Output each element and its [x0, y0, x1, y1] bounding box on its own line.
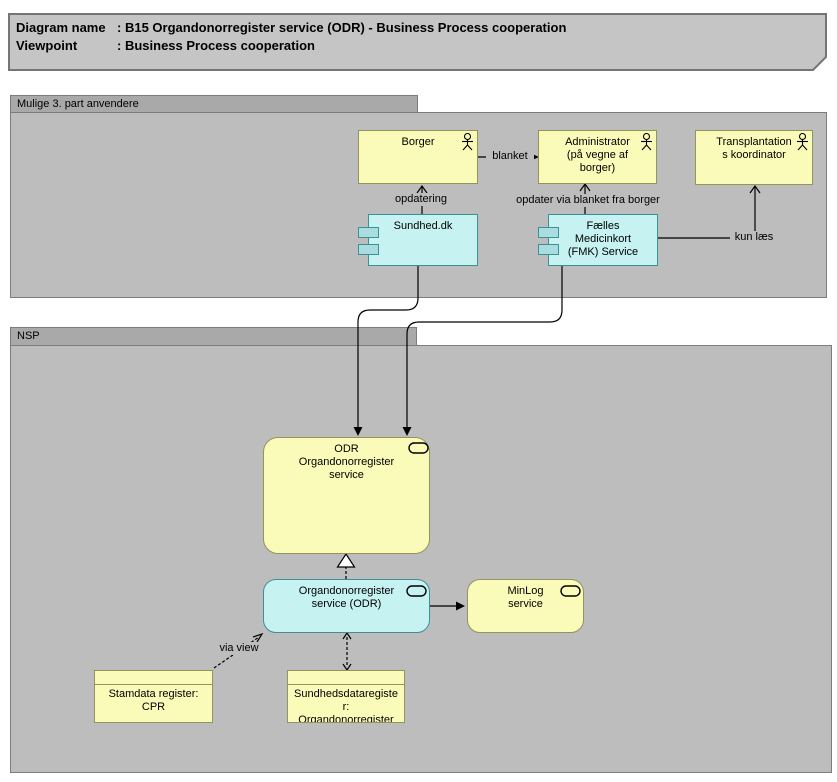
node-transplant-label: Transplantation s koordinator: [716, 136, 792, 161]
label-opdatering: opdatering: [389, 193, 453, 206]
group-third-party-header: Mulige 3. part anvendere: [10, 95, 418, 113]
component-icon: [538, 227, 559, 238]
component-icon: [358, 227, 379, 238]
node-sundhedsdata-label: Sundhedsdataregiste r: Organdonorregiste…: [294, 688, 398, 723]
node-transplant-koordinator: Transplantation s koordinator: [695, 130, 813, 185]
component-icon: [538, 244, 559, 255]
label-blanket: blanket: [486, 150, 534, 163]
node-odr-service-big: ODR Organdonorregister service: [263, 437, 430, 554]
node-borger-label: Borger: [401, 136, 435, 148]
service-icon: [406, 585, 427, 597]
label-via-view: via view: [214, 642, 264, 655]
node-stamdata-label: Stamdata register: CPR: [108, 688, 199, 713]
actor-icon: [641, 133, 652, 151]
node-minlog-label: MinLog service: [507, 585, 544, 610]
node-administrator-label: Administrator (på vegne af borger): [565, 136, 630, 174]
title-row-diagram-name: Diagram name: B15 Organdonorregister ser…: [16, 20, 567, 35]
node-fmk-label: Fælles Medicinkort (FMK) Service: [567, 220, 639, 258]
actor-icon: [797, 133, 808, 151]
component-icon: [358, 244, 379, 255]
node-sundhed-dk: Sundhed.dk: [368, 214, 478, 266]
label-opdater-via: opdater via blanket fra borger: [508, 194, 668, 207]
node-stamdata-cpr: Stamdata register: CPR: [94, 670, 213, 723]
node-sundhedsdataregister: Sundhedsdataregiste r: Organdonorregiste…: [287, 670, 405, 723]
node-odr-service-app: Organdonorregister service (ODR): [263, 579, 430, 633]
title-row-viewpoint: Viewpoint: Business Process cooperation: [16, 38, 315, 53]
service-icon: [560, 585, 581, 597]
actor-icon: [462, 133, 473, 151]
node-minlog: MinLog service: [467, 579, 584, 633]
node-borger: Borger: [358, 130, 478, 184]
label-kun-laes: kun læs: [730, 231, 778, 244]
node-sundhed-label: Sundhed.dk: [393, 220, 453, 232]
title-block: Diagram name: B15 Organdonorregister ser…: [16, 19, 566, 55]
data-object-band: [95, 671, 212, 685]
node-odr-service-label: Organdonorregister service (ODR): [298, 585, 395, 610]
node-fmk-service: Fælles Medicinkort (FMK) Service: [548, 214, 658, 266]
group-nsp-header: NSP: [10, 327, 417, 346]
data-object-band: [288, 671, 404, 685]
node-odr-label: ODR Organdonorregister service: [298, 443, 395, 481]
group-nsp-label: NSP: [17, 330, 40, 342]
service-icon: [408, 442, 429, 454]
group-third-party-label: Mulige 3. part anvendere: [17, 98, 139, 110]
node-administrator: Administrator (på vegne af borger): [538, 130, 657, 184]
